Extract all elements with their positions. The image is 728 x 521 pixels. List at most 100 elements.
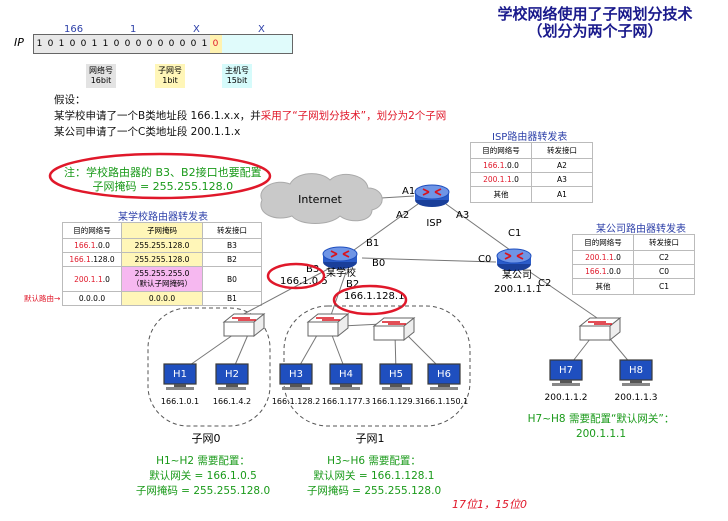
subnet1-hub-icon bbox=[373, 317, 415, 341]
octet-x2-label: X bbox=[258, 24, 265, 35]
network-bits-segment bbox=[34, 35, 210, 53]
iface-cell: C1 bbox=[633, 278, 695, 295]
router-mask-note: 注：学校路由器的 B3、B2接口也要配置 子网掩码 = 255.255.128.… bbox=[64, 166, 262, 194]
assumption-company: 某公司申请了一个C类地址段 200.1.1.x bbox=[54, 126, 241, 138]
company-config: H7~H8 需要配置“默认网关”：200.1.1.1 bbox=[527, 413, 675, 440]
iface-b3: B3 bbox=[306, 264, 319, 275]
host-ip: 166.1.0.1 bbox=[161, 397, 199, 406]
bit-cell: 0 bbox=[135, 39, 142, 49]
host-number-name: 主机号 bbox=[225, 66, 249, 75]
bit-cell: 0 bbox=[146, 39, 153, 49]
mask-bits-handnote: 17位1，15位0 bbox=[452, 498, 527, 511]
b3-highlight-ring bbox=[266, 262, 326, 290]
dest-cell: 0.0.0.0 bbox=[62, 291, 122, 306]
iface-cell: A1 bbox=[531, 186, 593, 203]
host-number-tag: 主机号 15bit bbox=[222, 64, 252, 88]
slide-title: 学校网络使用了子网划分技术 （划分为两个子网） bbox=[480, 6, 710, 40]
host-name: H3 bbox=[289, 369, 303, 380]
network-number-tag: 网络号 16bit bbox=[86, 64, 116, 88]
subnet-bits-segment bbox=[210, 35, 222, 53]
default-route-label: 默认路由→ bbox=[24, 294, 61, 303]
bit-cell: 0 bbox=[168, 39, 175, 49]
host-name: H7 bbox=[559, 365, 573, 376]
company-router-icon bbox=[496, 248, 532, 272]
dest-rest: .0.0 bbox=[606, 267, 621, 276]
dest-red: 200.1.1 bbox=[483, 175, 512, 184]
title-line1: 学校网络使用了子网划分技术 bbox=[497, 5, 693, 23]
assumption-school: 某学校申请了一个B类地址段 166.1.x.x，并采用了“子网划分技术”，划分为… bbox=[54, 108, 446, 124]
network-number-bits: 16bit bbox=[90, 76, 112, 85]
subnet1-gateway: 默认网关 = 166.1.128.1 bbox=[313, 470, 435, 482]
subnet-number-name: 子网号 bbox=[158, 66, 182, 75]
assumptions-heading: 假设： bbox=[54, 94, 86, 106]
subnet0-mask: 子网掩码 = 255.255.128.0 bbox=[135, 485, 271, 497]
isp-label: ISP bbox=[426, 218, 441, 229]
dest-red: 166.1 bbox=[483, 161, 505, 170]
iface-c1: C1 bbox=[508, 228, 521, 239]
school-router-icon bbox=[322, 246, 358, 270]
dest-red: 166.1 bbox=[74, 241, 96, 250]
table-row: 166.1.0.0 255.255.128.0 B3 bbox=[62, 238, 262, 253]
dest-cell: 200.1.1.0 bbox=[62, 266, 122, 292]
dest-rest: 0.0.0.0 bbox=[78, 294, 106, 303]
bit-cell: 1 bbox=[91, 39, 98, 49]
school-router-label: 某学校 bbox=[326, 266, 356, 279]
dest-red: 200.1.1 bbox=[585, 253, 614, 262]
subnet-number-tag: 子网号 1bit bbox=[155, 64, 185, 88]
assumptions-block: 假设： 某学校申请了一个B类地址段 166.1.x.x，并采用了“子网划分技术”… bbox=[54, 92, 446, 140]
company-router-label: 某公司 bbox=[502, 269, 532, 281]
internet-label: Internet bbox=[298, 193, 342, 206]
mask-default-note: （默认子网掩码） bbox=[132, 279, 192, 288]
mask-cell: 255.255.255.0（默认子网掩码） bbox=[121, 266, 203, 292]
bit-cell: 0 bbox=[47, 39, 54, 49]
dest-rest: .0.0 bbox=[504, 161, 519, 170]
subnet1-label: 子网1 bbox=[356, 432, 385, 445]
subnet0-boundary bbox=[147, 307, 271, 427]
dest-rest: .0 bbox=[102, 274, 110, 284]
company-ip: 200.1.1.1 bbox=[494, 284, 542, 295]
mask-value: 255.255.255.0 bbox=[134, 269, 190, 278]
isp-table-title: ISP路由器转发表 bbox=[492, 132, 568, 143]
b2-ip: 166.1.128.1 bbox=[344, 291, 404, 302]
dest-red: 166.1 bbox=[585, 267, 607, 276]
bit-cell: 1 bbox=[201, 39, 208, 49]
hosts-layer: H1166.1.0.1H2166.1.4.2H3166.1.128.2H4166… bbox=[161, 359, 657, 406]
bit-cell: 0 bbox=[80, 39, 87, 49]
bit-cell: 0 bbox=[124, 39, 131, 49]
b3-ip: 166.1.0.5 bbox=[280, 276, 328, 287]
dest-red: 200.1.1 bbox=[74, 274, 103, 284]
title-line2: （划分为两个子网） bbox=[527, 22, 663, 40]
iface-cell: B0 bbox=[202, 266, 262, 292]
subnet1-config: H3~H6 需要配置： 默认网关 = 166.1.128.1 子网掩码 = 25… bbox=[296, 454, 452, 499]
dest-rest: .0 bbox=[511, 175, 519, 184]
host-ip: 166.1.177.3 bbox=[322, 397, 370, 406]
ip-label: IP bbox=[14, 36, 24, 49]
iface-b2: B2 bbox=[346, 279, 359, 290]
bit-cell: 0 bbox=[69, 39, 76, 49]
host-ip: 200.1.1.2 bbox=[545, 393, 588, 403]
dest-red: 166.1 bbox=[69, 255, 91, 264]
iface-b0: B0 bbox=[372, 258, 385, 269]
subnet0-gateway: 默认网关 = 166.1.0.5 bbox=[149, 470, 257, 482]
note-highlight-ring bbox=[48, 152, 272, 200]
host-ip: 166.1.128.2 bbox=[272, 397, 320, 406]
host-bits-segment bbox=[222, 35, 292, 53]
host-name: H4 bbox=[339, 369, 353, 380]
router-mask-note-line2: 子网掩码 = 255.255.128.0 bbox=[92, 180, 234, 193]
host-name: H2 bbox=[225, 369, 239, 380]
octet-166-label: 166 bbox=[64, 24, 84, 35]
iface-c2: C2 bbox=[538, 278, 551, 289]
mask-cell: 255.255.128.0 bbox=[121, 252, 203, 267]
internet-cloud bbox=[260, 173, 383, 224]
assumption-school-text: 某学校申请了一个B类地址段 166.1.x.x，并 bbox=[54, 110, 261, 122]
subnet0-label: 子网0 bbox=[192, 432, 221, 445]
host-name: H1 bbox=[173, 369, 187, 380]
subnet0-switch-icon bbox=[223, 313, 265, 337]
company-switch-icon bbox=[579, 317, 621, 341]
bit-cell: 1 bbox=[102, 39, 109, 49]
network-number-name: 网络号 bbox=[89, 66, 113, 75]
